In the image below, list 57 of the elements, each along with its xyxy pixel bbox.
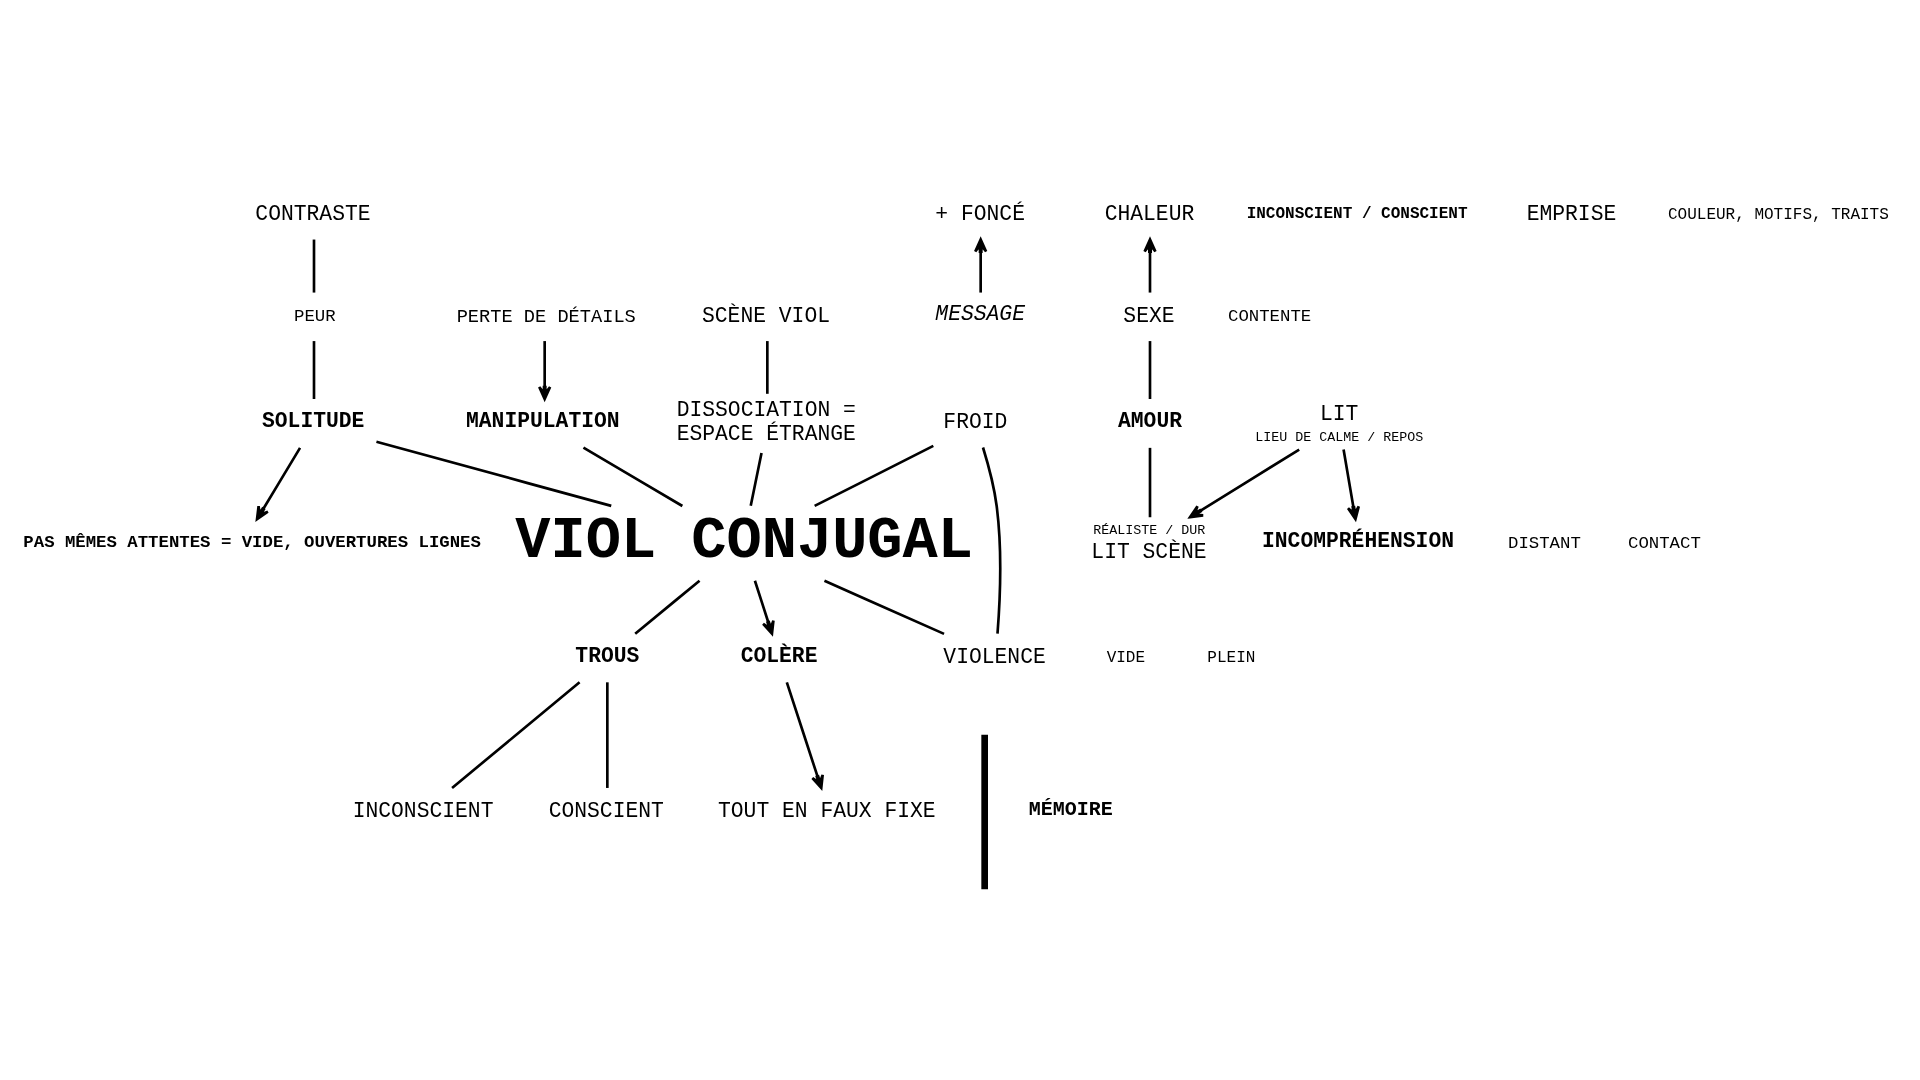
connector: [582, 446, 684, 508]
arrow: [537, 341, 552, 401]
node-text: VIOL CONJUGAL: [515, 507, 973, 575]
node-text: CHALEUR: [1104, 202, 1195, 227]
node-text: LIT SCÈNE: [1091, 539, 1207, 564]
connector: [766, 341, 769, 394]
node-text: FROID: [943, 410, 1008, 435]
label: VIDE: [1106, 649, 1146, 668]
connector: [823, 579, 945, 636]
label: INCONSCIENT / CONSCIENT: [1246, 205, 1468, 224]
node-text: TOUT EN FAUX FIXE: [718, 799, 936, 824]
node-label: RÉALISTE / DUR: [1093, 523, 1206, 538]
node-text: SOLITUDE: [262, 409, 365, 434]
arrow: [785, 681, 824, 790]
connector: [749, 452, 763, 507]
label: EMPRISE: [1526, 202, 1617, 227]
node-text: SEXE: [1123, 303, 1175, 328]
node-text: PERTE DE DÉTAILS: [456, 306, 636, 329]
node-text: CONSCIENT: [548, 799, 664, 824]
arrow: [753, 580, 775, 636]
node-text: LIT: [1320, 402, 1359, 427]
node-text: AMOUR: [1118, 409, 1182, 434]
connector: [1148, 447, 1152, 518]
connector: [1148, 341, 1152, 399]
connector: [451, 681, 581, 789]
connector: [814, 444, 934, 508]
node-text: TROUS: [575, 643, 640, 668]
label: PLEIN: [1207, 649, 1256, 668]
connector: [376, 440, 612, 508]
node-text: MANIPULATION: [466, 409, 620, 434]
node-text: DISSOCIATION = ESPACE ÉTRANGE: [676, 398, 856, 447]
arrow: [1143, 238, 1157, 293]
connector: [981, 447, 1002, 634]
connector: [606, 682, 609, 788]
node-text: VIOLENCE: [943, 645, 1046, 670]
connector: [312, 341, 316, 399]
node-text: SCÈNE VIOL: [702, 303, 830, 328]
node-text: CONTRASTE: [255, 202, 371, 227]
node-text: + FONCÉ: [935, 202, 1025, 227]
label: MÉMOIRE: [1028, 798, 1113, 822]
node-text: INCOMPRÉHENSION: [1262, 529, 1454, 554]
node-text: INCONSCIENT: [352, 799, 494, 824]
node-text: MESSAGE: [935, 302, 1025, 327]
arrow: [1188, 448, 1300, 519]
node-text: COLÈRE: [740, 643, 818, 668]
arrow: [973, 238, 988, 293]
connector: [634, 579, 701, 635]
label: CONTACT: [1628, 533, 1701, 553]
node-text: PAS MÊMES ATTENTES = VIDE, OUVERTURES LIGNES: [23, 532, 481, 552]
arrow: [1342, 449, 1361, 521]
arrow: [255, 447, 302, 521]
label: CONTENTE: [1228, 307, 1312, 327]
label: COULEUR, MOTIFS, TRAITS: [1668, 206, 1889, 225]
connector: [312, 239, 316, 293]
node-text: PEUR: [294, 307, 336, 327]
node-label: LIEU DE CALME / REPOS: [1255, 429, 1424, 445]
label: DISTANT: [1508, 533, 1581, 553]
